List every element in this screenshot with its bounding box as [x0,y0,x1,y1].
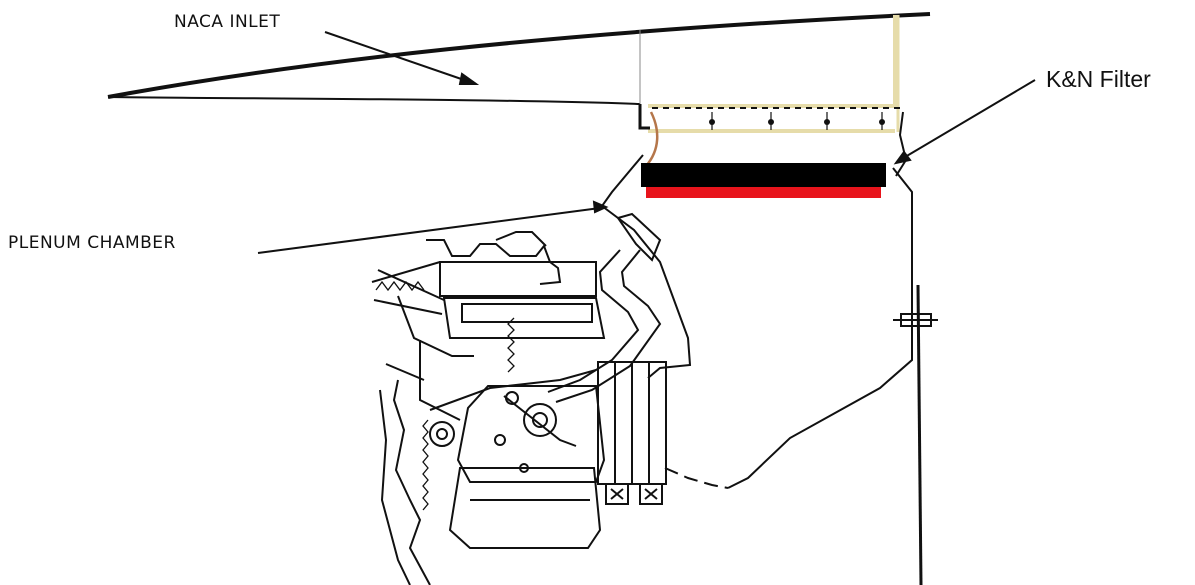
plenum-outline [600,154,692,379]
naca-inlet-label: NACA INLET [174,12,281,32]
filter-red-layer [646,187,881,198]
kn-filter-leader [899,79,1036,161]
kn-filter-label: K&N Filter [1046,66,1151,92]
naca-inlet-leader [324,31,471,83]
springs [375,280,515,511]
plenum-flange [616,212,662,262]
screen-fasteners [709,119,885,125]
plenum-chamber-label: PLENUM CHAMBER [8,233,176,253]
right-flange [895,111,908,177]
inlet-lip-copper [645,111,659,167]
cowling-outer-skin [107,12,931,99]
plenum-leader [257,207,601,254]
throttle-linkage [429,369,597,473]
bracket-bolt [893,313,938,327]
engine-case [379,379,431,585]
inlet-lip [638,104,650,130]
leader-lines [257,31,1036,254]
fastener-stems [711,112,883,130]
mount-bracket [916,284,923,585]
duct-beige-outline [648,15,897,133]
plenum-right-wall [727,167,913,489]
inlet-ramp-line [107,96,641,105]
naca-inlet-arrowhead [458,72,480,85]
carburettor [371,231,606,421]
plate-screws [605,483,663,505]
plenum-arrowhead [592,200,609,214]
kn-filter-arrowhead [893,150,912,165]
plenum-bottom [664,467,729,489]
filter-black-layer [641,163,886,187]
